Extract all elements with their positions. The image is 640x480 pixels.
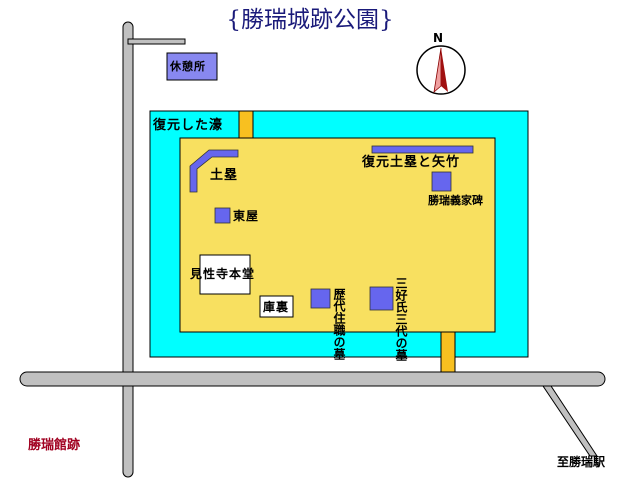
road-to-station bbox=[542, 385, 598, 457]
monument-label: 勝瑞義家碑 bbox=[428, 194, 483, 207]
earthwork-shape bbox=[189, 149, 239, 193]
castle-grounds bbox=[179, 137, 496, 333]
road-vertical bbox=[122, 21, 134, 478]
rest-area-label: 休憩所 bbox=[170, 60, 206, 73]
mansion-site-label: 勝瑞館跡 bbox=[28, 438, 81, 453]
kuri-building bbox=[259, 295, 294, 318]
miyoshi-graves-marker bbox=[369, 286, 394, 311]
main-hall-building bbox=[199, 254, 251, 295]
moat-label: 復元した濠 bbox=[153, 118, 224, 133]
kuri-label: 庫裏 bbox=[263, 300, 290, 314]
priests-graves-marker bbox=[310, 288, 331, 309]
miyoshi-graves-label: 三好氏三代の墓 bbox=[394, 277, 408, 361]
rest-area-building bbox=[166, 52, 218, 81]
priests-graves-label: 歴代住職の墓 bbox=[332, 288, 346, 360]
restored-earthwork-label: 復元土塁と矢竹 bbox=[362, 155, 461, 170]
roads bbox=[19, 21, 606, 478]
monument-marker bbox=[431, 171, 452, 192]
main-hall-label: 見性寺本堂 bbox=[190, 267, 256, 281]
page-title: {勝瑞城跡公園} bbox=[226, 7, 394, 33]
bridge-south bbox=[440, 331, 456, 373]
arbor-marker bbox=[214, 207, 231, 224]
arbor-label: 東屋 bbox=[233, 209, 260, 223]
to-station-label: 至勝瑞駅 bbox=[557, 455, 606, 469]
earthwork-label: 土塁 bbox=[210, 168, 239, 183]
north-arrow-icon bbox=[416, 45, 466, 95]
restored-earthwork-bar bbox=[371, 145, 474, 154]
compass-north-label: N bbox=[433, 31, 445, 45]
road-branch bbox=[127, 38, 186, 45]
road-horizontal bbox=[19, 371, 606, 387]
bridge-north bbox=[238, 110, 254, 139]
